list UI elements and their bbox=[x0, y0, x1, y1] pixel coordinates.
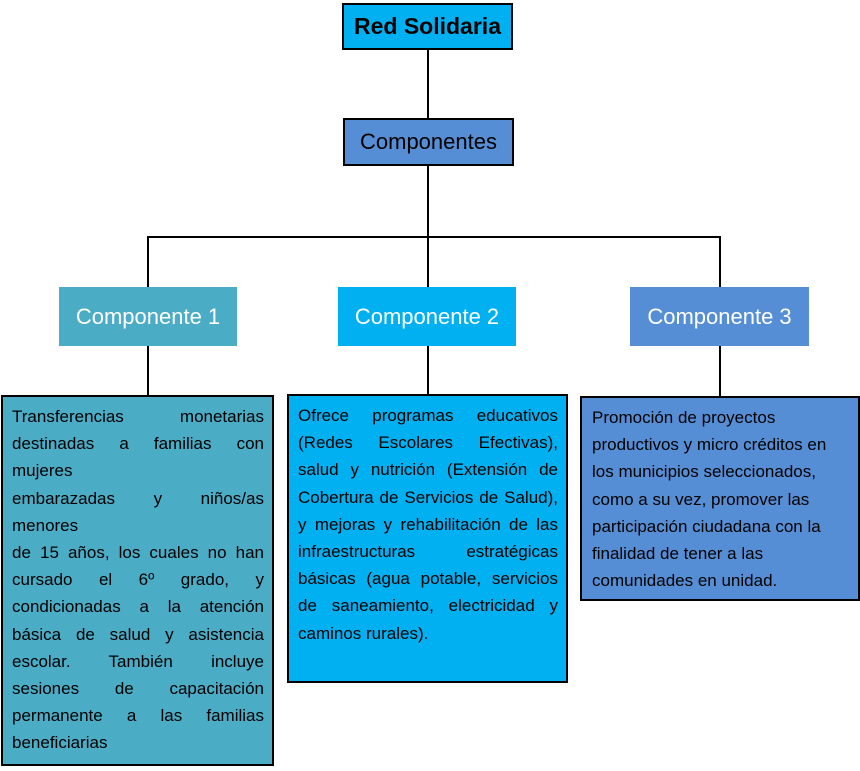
componente-2-description: Ofrece programas educativos (Redes Escol… bbox=[287, 394, 568, 683]
componente-2-label: Componente 2 bbox=[354, 303, 500, 329]
connector-to-componente-3 bbox=[719, 236, 721, 287]
connector-to-componente-1 bbox=[147, 236, 149, 287]
componente-2-node: Componente 2 bbox=[338, 287, 516, 346]
connector-componente-1-to-desc bbox=[147, 346, 149, 395]
componentes-node-label: Componentes bbox=[360, 129, 497, 154]
componente-1-label: Componente 1 bbox=[75, 303, 221, 329]
componente-1-description: Transferencias monetarias destinadas a f… bbox=[1, 395, 274, 766]
root-node-red-solidaria: Red Solidaria bbox=[342, 3, 513, 50]
root-node-label: Red Solidaria bbox=[354, 13, 501, 39]
connector-to-componente-2 bbox=[427, 236, 429, 287]
connector-componentes-down bbox=[427, 166, 429, 237]
connector-root-to-componentes bbox=[427, 50, 429, 118]
componente-3-description: Promoción de proyectos productivos y mic… bbox=[580, 396, 860, 601]
componente-1-node: Componente 1 bbox=[59, 287, 237, 346]
connector-horizontal-bar bbox=[147, 236, 721, 238]
componente-3-label: Componente 3 bbox=[647, 303, 792, 329]
connector-componente-3-to-desc bbox=[719, 346, 721, 396]
componentes-node: Componentes bbox=[343, 118, 514, 166]
componente-3-node: Componente 3 bbox=[630, 287, 809, 346]
connector-componente-2-to-desc bbox=[427, 346, 429, 394]
